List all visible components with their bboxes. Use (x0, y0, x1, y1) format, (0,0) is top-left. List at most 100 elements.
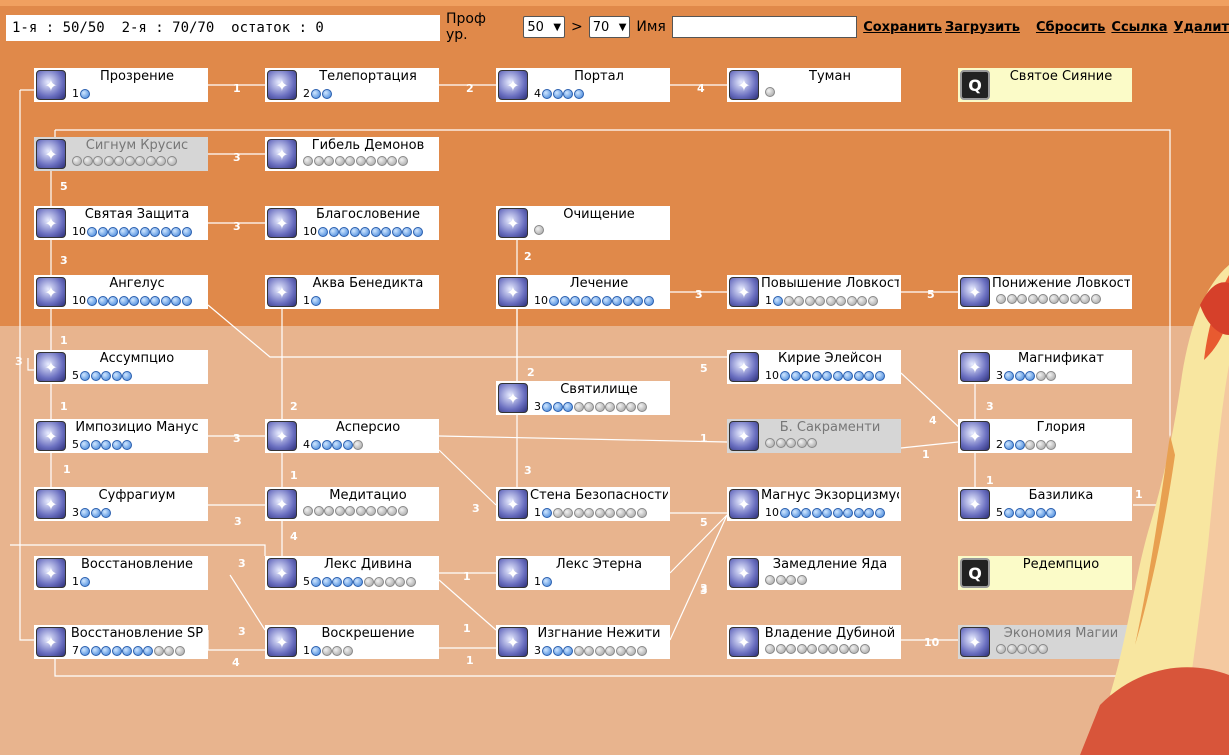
level-point-off[interactable] (636, 507, 647, 518)
level-point-on[interactable] (353, 576, 363, 587)
level-point-on[interactable] (132, 645, 143, 656)
level-point-off[interactable] (124, 156, 135, 166)
skill-sakramenti[interactable]: ✦Б. Сакраменти (727, 419, 901, 453)
level-point-off[interactable] (796, 575, 807, 585)
level-point-on[interactable] (122, 645, 132, 656)
level-point-on[interactable] (552, 645, 563, 656)
level-point-on[interactable] (552, 401, 563, 412)
level-point-off[interactable] (605, 401, 615, 412)
skill-ochishenie[interactable]: ✦Очищение (496, 206, 670, 240)
level-point-on[interactable] (864, 370, 874, 381)
teleport-icon[interactable]: ✦ (267, 70, 297, 100)
level-point-off[interactable] (135, 156, 145, 166)
level-point-on[interactable] (332, 439, 342, 450)
level-point-on[interactable] (129, 226, 139, 237)
kyrie-icon[interactable]: ✦ (729, 352, 759, 382)
level-point-on[interactable] (101, 439, 111, 450)
level-point-on[interactable] (90, 507, 101, 518)
level-point-on[interactable] (328, 226, 339, 237)
skill-signum[interactable]: ✦Сигнум Крусис (34, 137, 208, 171)
aspersio-icon[interactable]: ✦ (267, 421, 297, 451)
level-point-off[interactable] (166, 156, 177, 166)
resurrection-icon[interactable]: ✦ (267, 627, 297, 657)
level-point-on[interactable] (622, 295, 633, 306)
level-point-off[interactable] (345, 156, 355, 166)
level-point-on[interactable] (832, 370, 843, 381)
level-point-off[interactable] (174, 645, 185, 656)
level-point-on[interactable] (853, 507, 864, 518)
level-point-on[interactable] (80, 645, 90, 656)
mace-mastery-icon[interactable]: ✦ (729, 627, 759, 657)
level-point-off[interactable] (384, 576, 395, 587)
level-point-on[interactable] (1046, 507, 1056, 518)
level-point-on[interactable] (832, 507, 843, 518)
level-point-off[interactable] (765, 644, 775, 654)
level-point-on[interactable] (129, 295, 139, 306)
level-point-off[interactable] (1090, 294, 1101, 304)
level-point-off[interactable] (838, 644, 849, 654)
level-point-on[interactable] (790, 370, 801, 381)
level-point-off[interactable] (303, 156, 313, 166)
demon-bane-icon[interactable]: ✦ (267, 139, 297, 169)
level-point-off[interactable] (366, 156, 376, 166)
level-point-on[interactable] (559, 295, 570, 306)
level-point-off[interactable] (786, 438, 796, 448)
mana-recharge-icon[interactable]: ✦ (960, 627, 990, 657)
level-point-on[interactable] (811, 370, 822, 381)
level-point-on[interactable] (542, 507, 552, 518)
level-point-on[interactable] (773, 295, 783, 306)
level-point-on[interactable] (874, 370, 885, 381)
level-point-off[interactable] (605, 507, 615, 518)
level-point-off[interactable] (775, 644, 786, 654)
level-point-on[interactable] (542, 401, 552, 412)
level-point-on[interactable] (801, 370, 811, 381)
level1-select[interactable]: 50▼ (523, 16, 566, 38)
assumptio-icon[interactable]: ✦ (36, 352, 66, 382)
level-point-off[interactable] (1046, 439, 1056, 450)
level-point-off[interactable] (376, 506, 387, 516)
agi-down-icon[interactable]: ✦ (960, 277, 990, 307)
level-point-off[interactable] (615, 645, 626, 656)
level-point-on[interactable] (80, 439, 90, 450)
level-point-off[interactable] (996, 644, 1006, 654)
level-point-off[interactable] (849, 644, 859, 654)
level-point-off[interactable] (796, 438, 807, 448)
level-point-on[interactable] (1004, 439, 1014, 450)
level-point-off[interactable] (1027, 644, 1038, 654)
level-point-on[interactable] (311, 645, 321, 656)
level-point-on[interactable] (122, 439, 132, 450)
level-point-off[interactable] (1027, 294, 1038, 304)
meditatio-icon[interactable]: ✦ (267, 489, 297, 519)
level-point-on[interactable] (87, 226, 97, 237)
level-point-on[interactable] (321, 88, 332, 99)
level-point-on[interactable] (542, 88, 552, 99)
level-point-on[interactable] (874, 507, 885, 518)
level-point-on[interactable] (171, 295, 181, 306)
level-point-off[interactable] (775, 575, 786, 585)
cure-icon[interactable]: ✦ (498, 208, 528, 238)
name-input[interactable] (671, 16, 858, 38)
level-point-off[interactable] (1006, 644, 1017, 654)
level-point-on[interactable] (311, 576, 321, 587)
level-point-on[interactable] (370, 226, 381, 237)
level-point-off[interactable] (405, 576, 416, 587)
level-point-off[interactable] (765, 438, 775, 448)
level-point-on[interactable] (811, 507, 822, 518)
level-point-on[interactable] (843, 370, 853, 381)
level-point-off[interactable] (72, 156, 82, 166)
level-point-on[interactable] (181, 226, 192, 237)
level-point-off[interactable] (1080, 294, 1090, 304)
level-point-off[interactable] (859, 644, 870, 654)
level-point-on[interactable] (139, 295, 150, 306)
level-point-on[interactable] (160, 226, 171, 237)
level-point-on[interactable] (864, 507, 874, 518)
